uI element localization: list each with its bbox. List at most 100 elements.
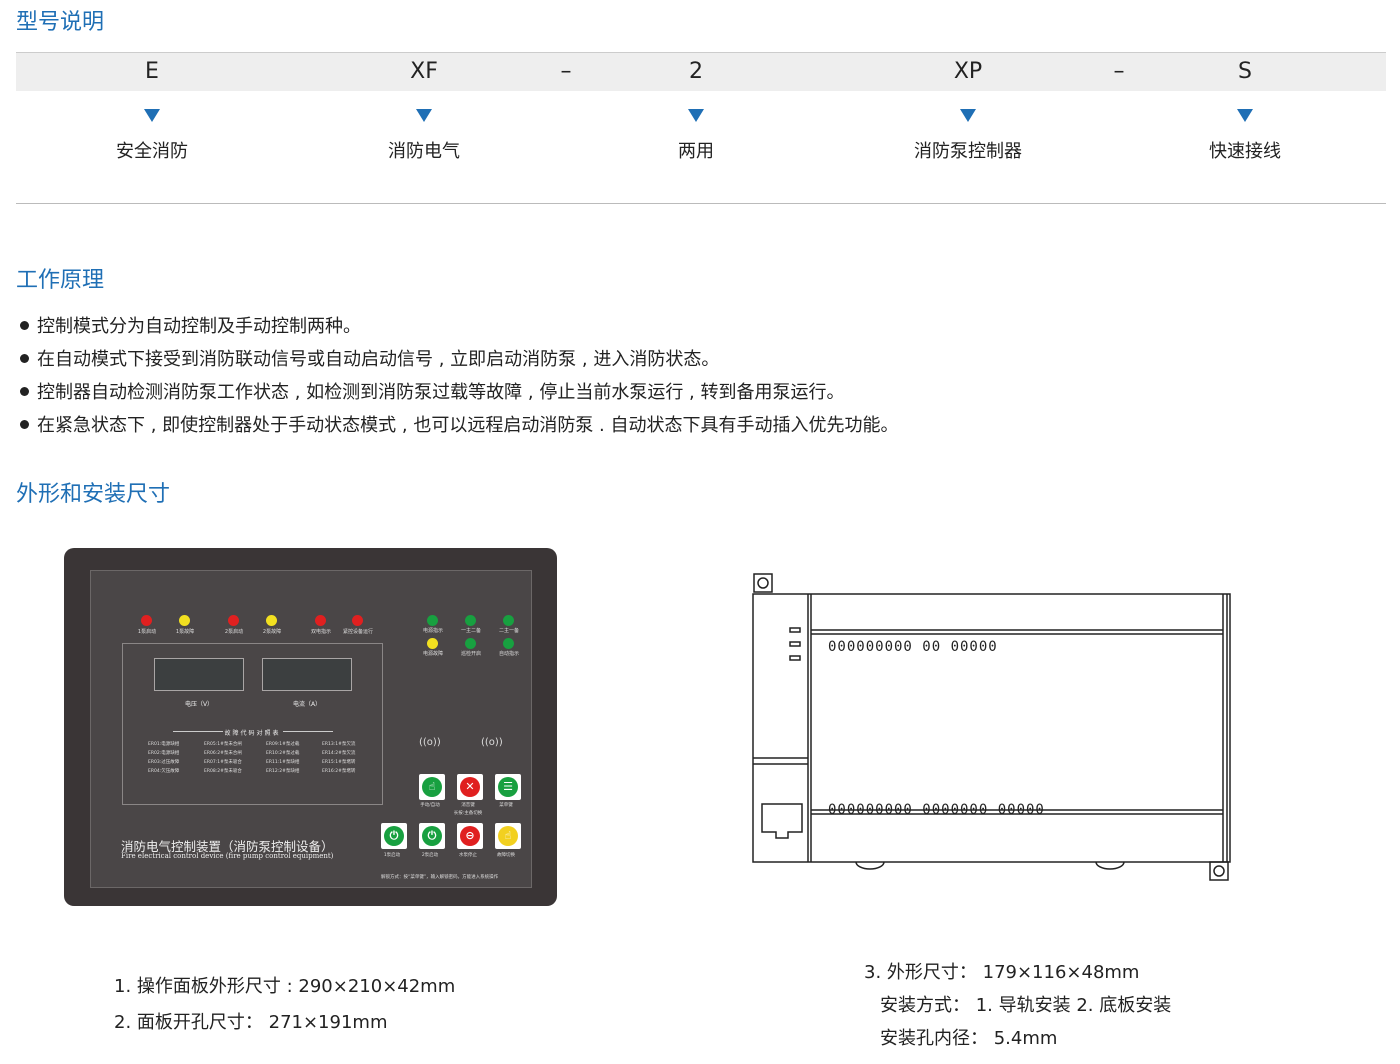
model-code-bar: E XF – 2 XP – S [16, 52, 1386, 91]
fault-code: ER06:2#泵未合闸 [204, 751, 242, 756]
terminal-row-top: 000000000 00 00000 [828, 639, 998, 655]
panel-cutout-dimensions: 2. 面板开孔尺寸： 271×191mm [114, 1012, 388, 1033]
indicator-lamp [427, 638, 438, 649]
list-item: 控制模式分为自动控制及手动控制两种。 [20, 310, 899, 343]
lamp-label: 二主一备 [498, 628, 519, 634]
model-code-xp: XP [953, 59, 983, 84]
key-label: 2泵启动 [421, 853, 439, 858]
silence-key: ✕ [457, 774, 483, 800]
pump2-start-key: ⏻ [419, 823, 445, 849]
lamp-label: 1泵启动 [137, 629, 157, 635]
lamp-label: 自动指示 [498, 651, 519, 657]
down-arrow-icon [416, 109, 432, 122]
key-sublabel: 长按:主备切换 [453, 811, 483, 816]
mounting-tab [753, 573, 773, 593]
hand-icon: ☝ [498, 826, 518, 846]
divider [16, 203, 1386, 204]
lamp-label: 2泵故障 [262, 629, 282, 635]
controller-outline-drawing: 000000000 00 00000 000000000 0000000 000… [752, 573, 1231, 881]
fault-code: ER13:1#泵欠流 [322, 742, 356, 747]
key-label: 菜单键 [499, 803, 513, 808]
lamp-label: 双电指示 [310, 629, 331, 635]
lamp-label: 2泵启动 [224, 629, 244, 635]
model-code-separator: – [1113, 59, 1125, 84]
model-meaning: 安全消防 [116, 141, 188, 162]
model-code-e: E [145, 59, 159, 84]
indicator-lamp [503, 615, 514, 626]
key-label: 故障切换 [497, 853, 515, 858]
model-meaning: 两用 [678, 141, 714, 162]
fault-code: ER14:2#泵欠流 [322, 751, 356, 756]
power-icon: ⏻ [422, 826, 442, 846]
fault-code: ER11:1#泵缺相 [266, 760, 300, 765]
lamp-label: 一主二备 [460, 628, 481, 634]
lamp-label: 电源指示 [422, 628, 443, 634]
principle-list: 控制模式分为自动控制及手动控制两种。 在自动模式下接受到消防联动信号或自动启动信… [20, 310, 899, 442]
divider [173, 731, 223, 732]
voltage-label: 电压（V） [184, 701, 214, 708]
power-icon: ⏻ [384, 826, 404, 846]
bullet-icon [20, 353, 29, 363]
bullet-icon [20, 320, 29, 330]
mounting-hole-icon [1213, 865, 1225, 877]
controller-outer-dimensions: 3. 外形尺寸： 179×116×48mm [864, 962, 1140, 983]
fault-code: ER08:2#泵未吸合 [204, 769, 242, 774]
mounting-hole-diameter: 安装孔内径： 5.4mm [880, 1028, 1058, 1049]
down-arrow-icon [1237, 109, 1253, 122]
fault-code: ER07:1#泵未吸合 [204, 760, 242, 765]
rj45-port-icon [761, 803, 803, 839]
lamp-label: 巡检开启 [460, 651, 481, 657]
terminal-row-bottom: 000000000 0000000 00000 [828, 802, 1045, 818]
down-arrow-icon [960, 109, 976, 122]
wireless-icon: ((o)) [481, 737, 503, 748]
indicator-lamp [266, 615, 277, 626]
menu-key: ☰ [495, 774, 521, 800]
indicator-lamp [228, 615, 239, 626]
fault-code: ER10:2#泵过载 [266, 751, 300, 756]
model-code-s: S [1238, 59, 1252, 84]
meter-box: 电压（V） 电流（A） 故障代码对照表 ER01:电源缺相 ER05:1#泵未合… [122, 643, 383, 805]
mounting-hole-icon [757, 577, 769, 589]
pump1-start-key: ⏻ [381, 823, 407, 849]
list-item: 控制器自动检测消防泵工作状态 , 如检测到消防泵过载等故障 , 停止当前水泵运行… [20, 376, 899, 409]
panel-title: 消防电气控制装置（消防泵控制设备） [121, 839, 334, 854]
current-display [262, 658, 352, 691]
indicator-lamp [141, 615, 152, 626]
mounting-method: 安装方式： 1. 导轨安装 2. 底板安装 [880, 995, 1172, 1016]
panel-outer-dimensions: 1. 操作面板外形尺寸 : 290×210×42mm [114, 976, 456, 997]
fault-code: ER03:过压故障 [148, 760, 180, 765]
model-meaning: 消防电气 [388, 141, 460, 162]
down-arrow-icon [144, 109, 160, 122]
panel-subtitle: Fire electrical control device (fire pum… [121, 852, 334, 860]
panel-face: 1泵启动 1泵故障 2泵启动 2泵故障 双电指示 紧控设备运行 电源指示 一主二… [90, 570, 532, 888]
section-title-model: 型号说明 [16, 10, 105, 35]
list-item: 在自动模式下接受到消防联动信号或自动启动信号 , 立即启动消防泵 , 进入消防状… [20, 343, 899, 376]
section-title-principle: 工作原理 [16, 268, 105, 293]
lock-icon: ☰ [498, 777, 518, 797]
indicator-lamp [427, 615, 438, 626]
lamp-label: 1泵故障 [175, 629, 195, 635]
fault-code: ER04:欠压故障 [148, 769, 180, 774]
model-code-xf: XF [410, 59, 438, 84]
manual-auto-key: ☝ [419, 774, 445, 800]
lamp-label: 紧控设备运行 [342, 629, 373, 635]
fault-code: ER09:1#泵过载 [266, 742, 300, 747]
fault-table-title: 故障代码对照表 [224, 730, 281, 737]
operation-panel-illustration: 1泵启动 1泵故障 2泵启动 2泵故障 双电指示 紧控设备运行 电源指示 一主二… [64, 548, 557, 906]
divider [283, 731, 333, 732]
indicator-lamp [465, 638, 476, 649]
mounting-tab [1209, 861, 1229, 881]
bullet-icon [20, 419, 29, 429]
bullet-icon [20, 386, 29, 396]
lamp-label: 电源故障 [422, 651, 443, 657]
model-meaning: 快速接线 [1209, 141, 1281, 162]
panel-note: 解锁方式：按“菜单键”，输入解锁密码，方能进入系统操作 [381, 875, 499, 880]
wireless-icon: ((o)) [419, 737, 441, 748]
housing-outline [752, 593, 1231, 863]
indicator-lamp [503, 638, 514, 649]
fault-switch-key: ☝ [495, 823, 521, 849]
hand-icon: ☝ [422, 777, 442, 797]
voltage-display [154, 658, 244, 691]
indicator-lamp [465, 615, 476, 626]
stop-icon: ⊖ [460, 826, 480, 846]
